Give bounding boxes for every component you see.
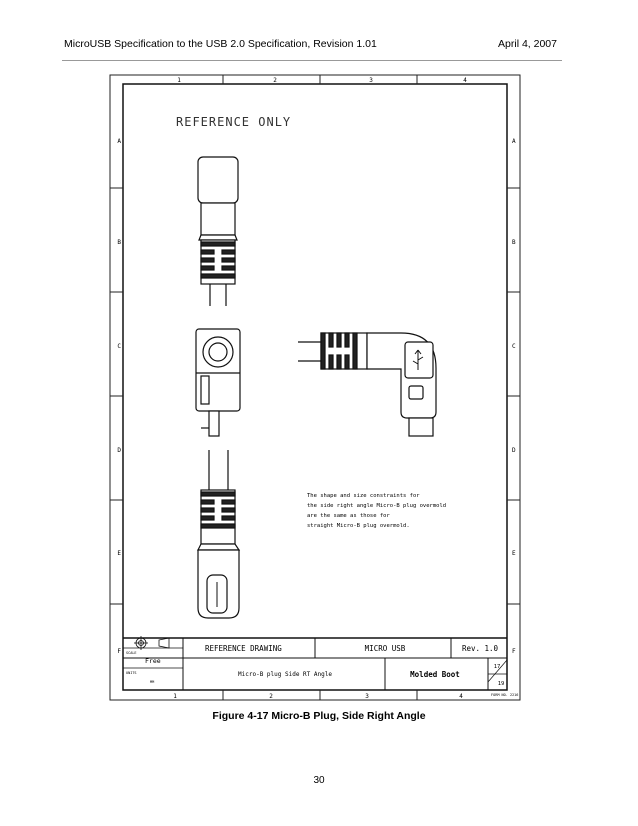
plug-top-view [197, 156, 239, 306]
form-number: FORM NO. 2216 [491, 693, 518, 697]
row-label-right-f: F [512, 648, 516, 655]
outer-frame [109, 74, 521, 701]
units-label: UNITS [126, 671, 137, 675]
row-label-right-a: A [512, 138, 516, 145]
engineering-drawing: 1 2 3 4 1 2 3 4 A B C D E F A B C D E F … [109, 74, 521, 701]
row-label-left-c: C [117, 343, 121, 350]
col-label-top-2: 2 [273, 77, 277, 84]
row-label-right-c: C [512, 343, 516, 350]
sheet-number: 17 [494, 664, 501, 670]
row-label-right-d: D [512, 447, 516, 454]
units-value: MM [150, 680, 154, 684]
col-label-bottom-1: 1 [173, 693, 177, 700]
col-label-top-1: 1 [177, 77, 181, 84]
reference-only-label: REFERENCE ONLY [176, 115, 291, 129]
row-label-left-e: E [117, 550, 121, 557]
scale-label: SCALE [126, 651, 137, 655]
plug-side-view [195, 328, 241, 437]
header-rule [62, 60, 562, 61]
third-angle-projection-icon [134, 636, 170, 650]
plug-bottom-view [197, 450, 241, 619]
plug-right-angle-view [298, 332, 437, 437]
product-label: MICRO USB [365, 644, 406, 653]
page-number: 30 [313, 775, 325, 786]
inner-frame [122, 83, 508, 691]
col-label-bottom-4: 4 [459, 693, 463, 700]
row-label-left-a: A [117, 138, 121, 145]
row-label-left-f: F [117, 648, 121, 655]
part-type: Molded Boot [410, 670, 460, 679]
note-line-4: straight Micro-B plug overmold. [307, 523, 410, 529]
header-title: MicroUSB Specification to the USB 2.0 Sp… [64, 38, 377, 50]
row-label-right-b: B [512, 239, 516, 246]
row-label-left-d: D [117, 447, 121, 454]
note-line-2: the side right angle Micro-B plug overmo… [307, 503, 446, 509]
col-label-top-4: 4 [463, 77, 467, 84]
sheet-total: 19 [498, 681, 505, 687]
col-label-bottom-3: 3 [365, 693, 369, 700]
note-line-1: The shape and size constraints for [307, 493, 420, 499]
reference-drawing-label: REFERENCE DRAWING [205, 644, 282, 653]
part-name: Micro-B plug Side RT Angle [238, 671, 332, 678]
revision-label: Rev. 1.0 [462, 644, 499, 653]
note-line-3: are the same as those for [307, 513, 390, 519]
scale-value: Free [145, 657, 161, 665]
title-block: REFERENCE DRAWING MICRO USB Rev. 1.0 SCA… [123, 636, 518, 697]
col-label-top-3: 3 [369, 77, 373, 84]
figure-caption: Figure 4-17 Micro-B Plug, Side Right Ang… [212, 710, 426, 722]
drawing-note: The shape and size constraints for the s… [307, 493, 446, 529]
col-label-bottom-2: 2 [269, 693, 273, 700]
row-label-right-e: E [512, 550, 516, 557]
header-date: April 4, 2007 [498, 38, 557, 50]
row-label-left-b: B [117, 239, 121, 246]
